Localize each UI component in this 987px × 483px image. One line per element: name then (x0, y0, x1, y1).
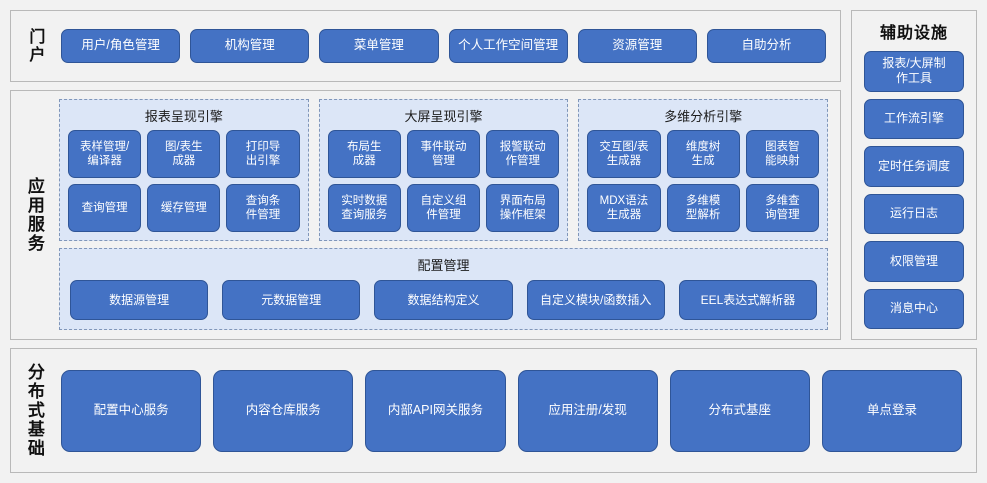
engine-report-item-query-condition[interactable]: 查询条 件管理 (226, 184, 300, 232)
config-item-datasource[interactable]: 数据源管理 (70, 280, 209, 320)
dist-button-distributed-base[interactable]: 分布式基座 (669, 369, 810, 452)
dist-button-sso[interactable]: 单点登录 (821, 369, 963, 452)
distributed-base-row: 配置中心服务 内容仓库服务 内部API网关服务 应用注册/发现 分布式基座 单点… (57, 349, 976, 472)
dist-button-app-registry[interactable]: 应用注册/发现 (517, 369, 658, 452)
portal-button-resource[interactable]: 资源管理 (577, 29, 697, 63)
aux-item-report-designer[interactable]: 报表/大屏制 作工具 (864, 51, 964, 92)
aux-facilities-list: 报表/大屏制 作工具 工作流引擎 定时任务调度 运行日志 权限管理 消息中心 (864, 51, 964, 329)
engine-bigscreen-item-realtime-query[interactable]: 实时数据 查询服务 (327, 184, 401, 232)
engine-bigscreen-grid: 布局生 成器 事件联动 管理 报警联动 作管理 实时数据 查询服务 自定义组 件… (327, 130, 560, 232)
engine-report-item-chart-generator[interactable]: 图/表生 成器 (147, 130, 221, 178)
aux-item-permission-management[interactable]: 权限管理 (864, 241, 964, 282)
app-service-body: 报表呈现引擎 表样管理/ 编译器 图/表生 成器 打印导 出引擎 查询管理 缓存… (57, 91, 840, 339)
dist-button-api-gateway[interactable]: 内部API网关服务 (365, 369, 506, 452)
engine-bigscreen: 大屏呈现引擎 布局生 成器 事件联动 管理 报警联动 作管理 实时数据 查询服务… (318, 99, 569, 241)
engine-bigscreen-item-event-linkage[interactable]: 事件联动 管理 (406, 130, 481, 178)
config-item-metadata[interactable]: 元数据管理 (222, 280, 361, 320)
engine-bigscreen-item-custom-component[interactable]: 自定义组 件管理 (406, 184, 481, 232)
aux-item-runtime-log[interactable]: 运行日志 (864, 193, 964, 234)
distributed-base-section: 分布式基础 配置中心服务 内容仓库服务 内部API网关服务 应用注册/发现 分布… (10, 348, 977, 473)
app-service-section: 应用服务 报表呈现引擎 表样管理/ 编译器 图/表生 成器 打印导 出引擎 查询… (10, 90, 841, 340)
config-management-row: 数据源管理 元数据管理 数据结构定义 自定义模块/函数插入 EEL表达式解析器 (70, 280, 818, 320)
engine-report: 报表呈现引擎 表样管理/ 编译器 图/表生 成器 打印导 出引擎 查询管理 缓存… (59, 99, 309, 241)
engines-row: 报表呈现引擎 表样管理/ 编译器 图/表生 成器 打印导 出引擎 查询管理 缓存… (59, 99, 829, 241)
portal-button-user-role[interactable]: 用户/角色管理 (61, 29, 181, 63)
aux-facilities-title: 辅助设施 (879, 25, 948, 42)
upper-region: 门户 用户/角色管理 机构管理 菜单管理 个人工作空间管理 资源管理 自助分析 … (10, 10, 977, 340)
dist-button-content-repository[interactable]: 内容仓库服务 (213, 369, 354, 452)
engine-olap: 多维分析引擎 交互图/表 生成器 维度树 生成 图表智 能映射 MDX语法 生成… (578, 99, 829, 241)
portal-button-menu[interactable]: 菜单管理 (319, 29, 439, 63)
portal-button-workspace[interactable]: 个人工作空间管理 (448, 29, 568, 63)
portal-section-label: 门户 (26, 28, 44, 64)
engine-report-grid: 表样管理/ 编译器 图/表生 成器 打印导 出引擎 查询管理 缓存管理 查询条 … (68, 130, 300, 232)
engine-report-item-print-export[interactable]: 打印导 出引擎 (226, 130, 300, 178)
engine-bigscreen-item-layout-generator[interactable]: 布局生 成器 (327, 130, 401, 178)
engine-olap-item-dimension-tree[interactable]: 维度树 生成 (666, 130, 740, 178)
engine-report-title: 报表呈现引擎 (144, 109, 223, 124)
app-service-section-label: 应用服务 (24, 177, 44, 253)
engine-report-item-cache-management[interactable]: 缓存管理 (147, 184, 221, 232)
aux-item-task-scheduler[interactable]: 定时任务调度 (864, 146, 964, 187)
config-management-title: 配置管理 (417, 258, 470, 273)
engine-bigscreen-item-ui-layout-framework[interactable]: 界面布局 操作框架 (486, 184, 560, 232)
portal-section: 门户 用户/角色管理 机构管理 菜单管理 个人工作空间管理 资源管理 自助分析 (10, 10, 841, 82)
engine-olap-item-mdx-generator[interactable]: MDX语法 生成器 (587, 184, 661, 232)
portal-button-org[interactable]: 机构管理 (190, 29, 310, 63)
dist-button-config-center[interactable]: 配置中心服务 (61, 369, 202, 452)
engine-bigscreen-title: 大屏呈现引擎 (404, 109, 483, 124)
engine-olap-item-interactive-chart[interactable]: 交互图/表 生成器 (587, 130, 661, 178)
engine-report-item-template-compiler[interactable]: 表样管理/ 编译器 (68, 130, 142, 178)
aux-facilities-section: 辅助设施 报表/大屏制 作工具 工作流引擎 定时任务调度 运行日志 权限管理 消… (851, 10, 977, 340)
engine-report-item-query-management[interactable]: 查询管理 (68, 184, 142, 232)
config-management-panel: 配置管理 数据源管理 元数据管理 数据结构定义 自定义模块/函数插入 EEL表达… (59, 248, 828, 330)
engine-bigscreen-item-alarm-action[interactable]: 报警联动 作管理 (486, 130, 560, 178)
portal-button-row: 用户/角色管理 机构管理 菜单管理 个人工作空间管理 资源管理 自助分析 (57, 11, 840, 81)
engine-olap-item-chart-mapping[interactable]: 图表智 能映射 (745, 130, 820, 178)
engine-olap-grid: 交互图/表 生成器 维度树 生成 图表智 能映射 MDX语法 生成器 多维模 型… (587, 130, 820, 232)
engine-olap-item-model-parsing[interactable]: 多维模 型解析 (666, 184, 740, 232)
config-item-custom-module[interactable]: 自定义模块/函数插入 (526, 280, 665, 320)
distributed-base-section-label: 分布式基础 (24, 363, 44, 458)
aux-item-workflow-engine[interactable]: 工作流引擎 (864, 98, 964, 139)
engine-olap-title: 多维分析引擎 (664, 109, 743, 124)
left-column: 门户 用户/角色管理 机构管理 菜单管理 个人工作空间管理 资源管理 自助分析 … (10, 10, 841, 340)
config-item-data-structure[interactable]: 数据结构定义 (374, 280, 513, 320)
aux-item-message-center[interactable]: 消息中心 (864, 288, 964, 329)
portal-button-self-analysis[interactable]: 自助分析 (706, 29, 827, 63)
engine-olap-item-query-management[interactable]: 多维查 询管理 (745, 184, 820, 232)
config-item-eel-parser[interactable]: EEL表达式解析器 (678, 280, 818, 320)
